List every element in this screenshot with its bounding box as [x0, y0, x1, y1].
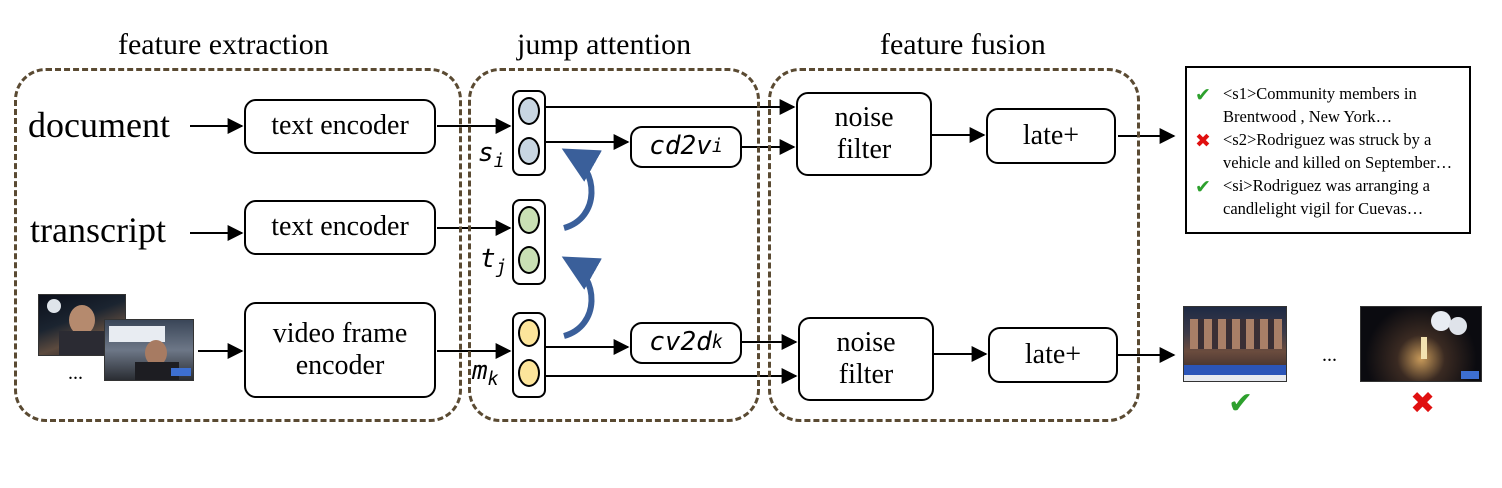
video-frame-encoder: video frame encoder: [244, 302, 436, 398]
video-encoder-label-line1: video frame: [272, 317, 408, 349]
document-feature-cell-2: [518, 137, 540, 165]
video-encoder-label-line2: encoder: [295, 350, 385, 381]
output-sentence-2-text: <s2>Rodriguez was struck by a vehicle an…: [1223, 130, 1453, 172]
symbol-m-k: mk: [472, 356, 499, 391]
symbol-s-i: si: [478, 138, 505, 173]
noise-filter-video-line2: filter: [838, 359, 894, 390]
document-feature-cell-1: [518, 97, 540, 125]
video-feature-cell-2: [518, 359, 540, 387]
transcript-feature-cell-2: [518, 246, 540, 274]
noise-filter-text-line2: filter: [836, 134, 892, 165]
group-feature-extraction: [14, 68, 462, 422]
video-feature-cell-1: [518, 319, 540, 347]
video-frame-thumbnail-2: [104, 319, 194, 381]
output-sentence-1-text: <s1>Community members in Brentwood , New…: [1223, 84, 1417, 126]
transcript-feature-stack: [512, 199, 546, 285]
text-summary-output: ✔ <s1>Community members in Brentwood , N…: [1185, 66, 1471, 234]
transcript-text-encoder: text encoder: [244, 200, 436, 255]
output-sentence-1: ✔ <s1>Community members in Brentwood , N…: [1195, 82, 1461, 128]
section-title-jump-attention: jump attention: [517, 28, 692, 61]
input-transcript: transcript: [30, 210, 166, 250]
jump-arrow-m-to-t: [561, 256, 602, 339]
output-sentence-2: ✖ <s2>Rodriguez was struck by a vehicle …: [1195, 128, 1461, 174]
input-document: document: [28, 105, 170, 145]
output-sentence-3: ✔ <si>Rodriguez was arranging a candleli…: [1195, 174, 1461, 220]
transcript-feature-cell-1: [518, 206, 540, 234]
video-feature-stack: [512, 312, 546, 398]
section-title-feature-extraction: feature extraction: [118, 28, 329, 61]
output-image-rejected: [1360, 306, 1482, 382]
output-sentence-3-text: <si>Rodriguez was arranging a candleligh…: [1223, 176, 1430, 218]
noise-filter-video: noise filter: [798, 317, 934, 401]
accept-check-icon: ✔: [1228, 386, 1254, 421]
reject-cross-icon: ✖: [1410, 386, 1436, 421]
accept-check-icon: ✔: [1195, 84, 1211, 106]
document-text-encoder: text encoder: [244, 99, 436, 154]
reject-cross-icon: ✖: [1195, 130, 1211, 152]
output-images-ellipsis: ...: [1322, 344, 1337, 366]
noise-filter-video-line1: noise: [836, 326, 896, 358]
late-fusion-video: late+: [988, 327, 1118, 383]
group-feature-fusion: [768, 68, 1140, 422]
group-jump-attention: [468, 68, 760, 422]
document-feature-stack: [512, 90, 546, 176]
output-image-selected: [1183, 306, 1287, 382]
symbol-t-j: tj: [480, 244, 507, 279]
jump-arrow-t-to-s: [561, 148, 602, 231]
section-title-feature-fusion: feature fusion: [880, 28, 1046, 61]
noise-filter-text-line1: noise: [834, 101, 894, 133]
frames-ellipsis: ...: [68, 362, 83, 384]
noise-filter-text: noise filter: [796, 92, 932, 176]
late-fusion-text: late+: [986, 108, 1116, 164]
accept-check-icon: ✔: [1195, 176, 1211, 198]
